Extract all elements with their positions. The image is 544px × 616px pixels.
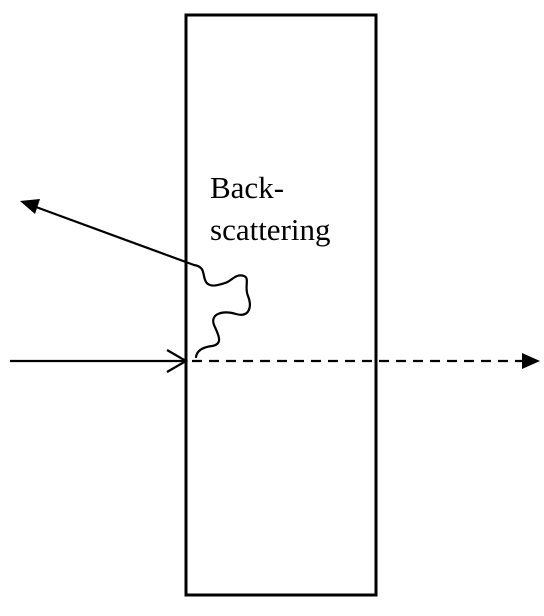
backscattering-label-line1: Back- xyxy=(210,170,284,205)
transmitted-arrowhead-icon xyxy=(522,353,540,369)
backscatter-ray xyxy=(35,205,195,267)
medium-slab xyxy=(184,13,378,597)
incident-arrowhead-icon xyxy=(166,349,189,373)
backscatter-arrowhead-icon xyxy=(20,199,40,214)
backscattering-label-line2: scattering xyxy=(210,212,331,247)
scattering-path xyxy=(192,263,251,359)
